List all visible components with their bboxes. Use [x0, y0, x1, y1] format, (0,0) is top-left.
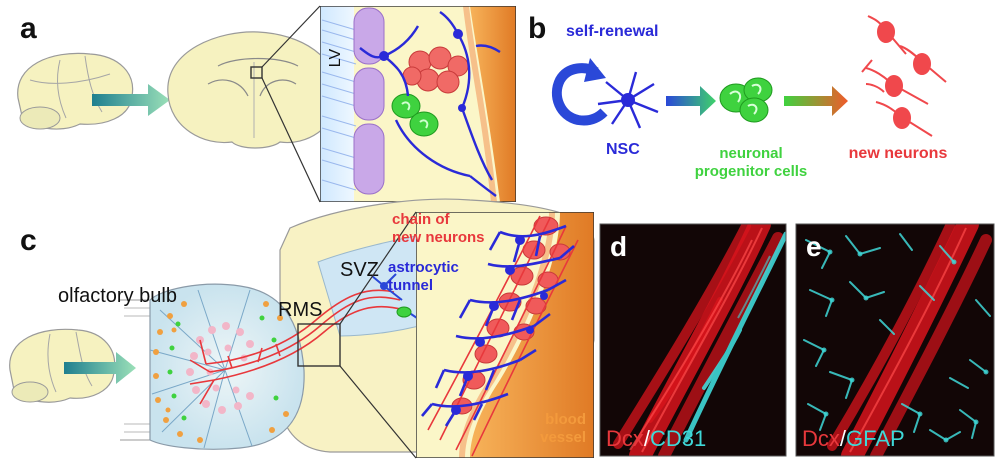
panel-e-letter: e: [806, 231, 822, 262]
panel-d-markers: Dcx/CD31: [606, 426, 706, 451]
self-renewal-arrow-icon: [551, 63, 608, 126]
panel-d-letter: d: [610, 231, 627, 262]
panel-a: a: [17, 5, 516, 203]
tunnel-label-2: tunnel: [388, 277, 433, 294]
vessel-label-1: blood: [545, 411, 586, 428]
olfactory-bulb: [120, 283, 305, 450]
nsc-soma: [621, 93, 635, 107]
nsc-label: NSC: [606, 141, 640, 158]
arrow-b2: [784, 86, 848, 116]
panel-d-marker-dcx: Dcx: [606, 426, 644, 451]
panel-c-letter: c: [20, 224, 37, 257]
nsc-cell-icon: [597, 71, 659, 129]
arrow-a: [92, 84, 170, 116]
self-renewal-arrowhead-icon: [584, 58, 606, 82]
side-brain-a: [17, 52, 134, 130]
panel-b: b self-renewal NSC neuronal progenitor c…: [528, 12, 947, 180]
self-renewal-label: self-renewal: [566, 23, 658, 40]
rms-stream: [189, 289, 405, 405]
tunnel-label-1: astrocytic: [388, 259, 459, 276]
progenitor-label-1: neuronal: [719, 145, 782, 162]
panel-e-separator: /: [840, 426, 847, 451]
panel-d-separator: /: [644, 426, 651, 451]
panel-a-letter: a: [20, 12, 37, 45]
zoom-panel-a: [320, 6, 516, 202]
new-neurons-icon: [861, 15, 947, 137]
zoom-box-c: [297, 323, 341, 367]
panel-c: c: [9, 198, 595, 459]
panel-e-marker-gfap: GFAP: [846, 426, 905, 451]
panel-e-markers: Dcx/GFAP: [802, 426, 905, 451]
chain-label-1: chain of: [392, 211, 451, 228]
panel-e-marker-dcx: Dcx: [802, 426, 840, 451]
zoom-panel-c: [416, 212, 594, 458]
svz-label: SVZ: [340, 259, 379, 281]
panel-b-letter: b: [528, 12, 546, 45]
lv-label: LV: [327, 48, 344, 67]
arrow-c: [64, 352, 136, 384]
panel-d: d Dcx/CD31: [599, 223, 787, 457]
zoom-box-a: [250, 66, 263, 79]
olfactory-bulb-label: olfactory bulb: [58, 285, 177, 307]
rms-label: RMS: [278, 299, 322, 321]
panel-d-marker-cd31: CD31: [650, 426, 706, 451]
vessel-label-2: vessel: [540, 429, 586, 446]
new-neurons-label: new neurons: [849, 145, 948, 162]
chain-label-2: new neurons: [392, 229, 485, 246]
coronal-section: [167, 31, 339, 149]
progenitor-cells-icon: [719, 77, 773, 123]
progenitor-label-2: progenitor cells: [695, 163, 808, 180]
panel-e: e Dcx/GFAP: [795, 223, 995, 457]
arrow-b1: [666, 86, 716, 116]
